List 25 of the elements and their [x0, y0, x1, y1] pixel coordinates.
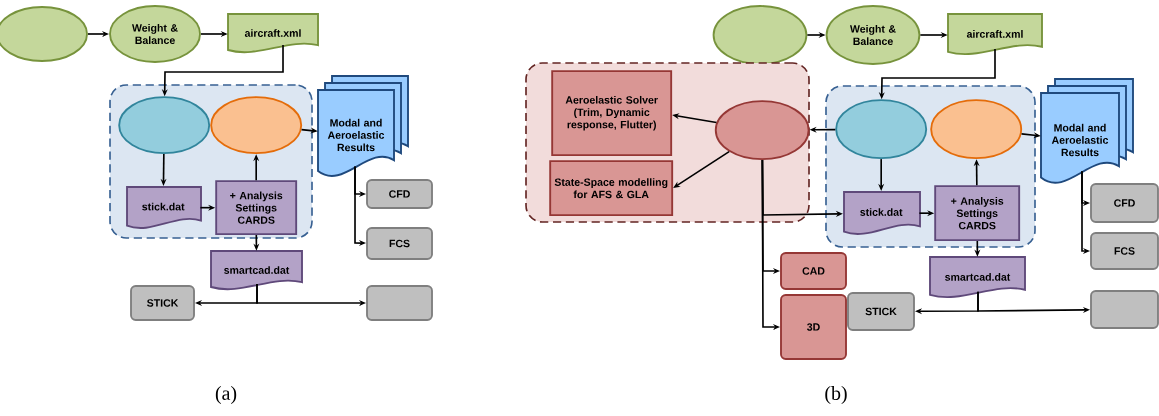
document-stack: Modal and Aeroelastic Results [317, 75, 409, 177]
process-ellipse [210, 96, 303, 155]
process-box: + Analysis Settings CARDS [215, 180, 298, 236]
process-box: + Analysis Settings CARDS [934, 185, 1021, 242]
process-box: CAD [780, 252, 847, 290]
document-stack: Modal and Aeroelastic Results [1040, 78, 1134, 184]
process-box: CFD [366, 179, 433, 209]
process-box: Aeroelastic Solver (Trim, Dynamic response, Flutter) [551, 70, 673, 157]
process-ellipse [118, 96, 211, 155]
process-box: STICK [847, 292, 915, 331]
process-box: State-Space modelling for AFS & GLA [549, 160, 674, 217]
panel-label: (b) [825, 385, 847, 404]
arrow [673, 150, 730, 188]
process-box [366, 285, 433, 321]
panel-label: (a) [215, 385, 237, 404]
process-ellipse [835, 99, 928, 160]
process-box: FCS [1090, 232, 1159, 270]
process-box: STICK [130, 285, 195, 321]
process-ellipse [712, 5, 808, 65]
process-box: FCS [366, 227, 433, 260]
process-ellipse [930, 99, 1023, 160]
process-box: 3D [780, 294, 847, 360]
process-ellipse [714, 100, 810, 161]
process-box [1090, 290, 1159, 329]
process-box: CFD [1090, 183, 1159, 223]
